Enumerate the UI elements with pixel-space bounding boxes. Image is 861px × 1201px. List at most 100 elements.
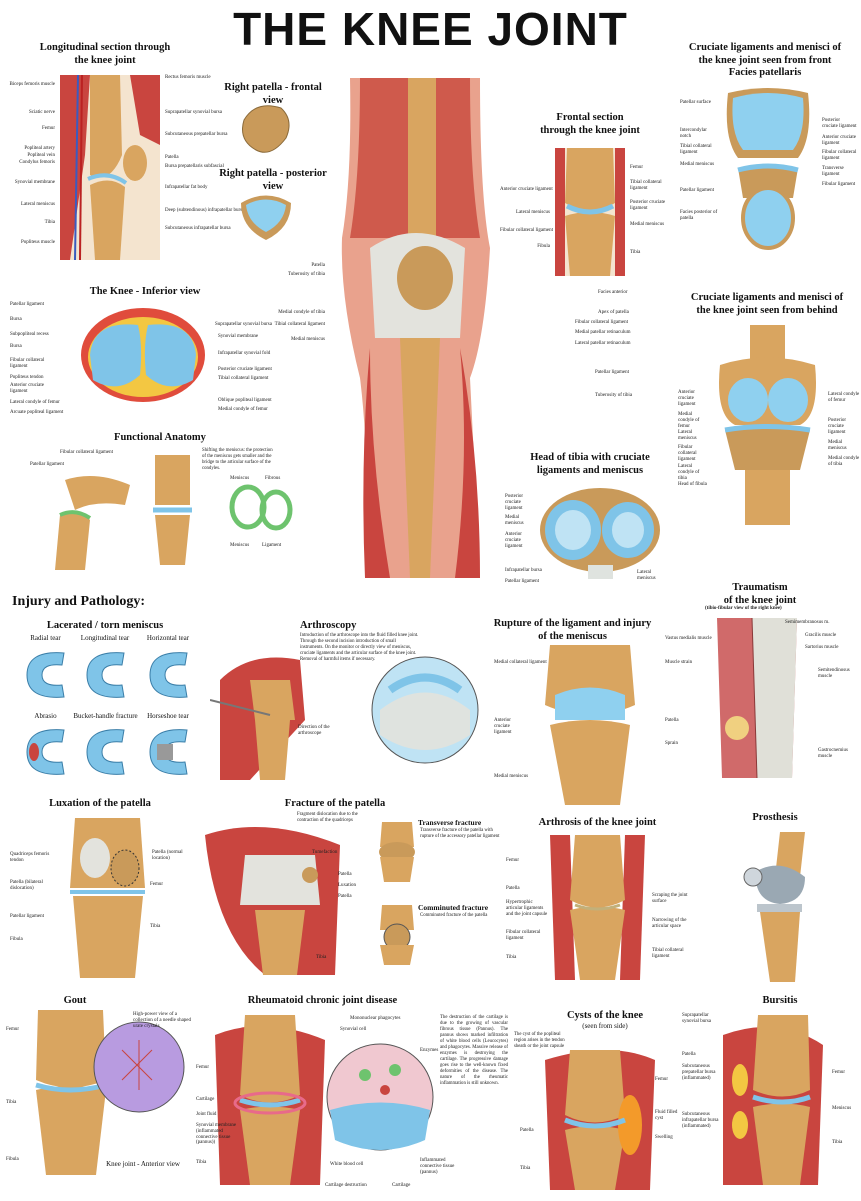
label: Femur	[6, 1027, 20, 1032]
label: Patella	[665, 718, 679, 723]
label: Tibia	[520, 1166, 531, 1171]
label: Lateral meniscus	[637, 570, 656, 581]
label: Vastus medialis muscle	[665, 636, 712, 641]
label: Medial meniscus	[630, 222, 665, 227]
functional-figure-3	[228, 482, 298, 537]
label: Tibial collateral ligament	[274, 322, 325, 327]
label: Posterior cruciate ligament	[505, 494, 524, 511]
label: Anterior cruciate ligament	[10, 383, 45, 394]
label: Fibular collateral ligament	[575, 320, 629, 325]
luxation-figure	[65, 818, 150, 978]
label: Femur	[150, 882, 164, 887]
label: Fibula	[10, 937, 23, 942]
fracture-text: Fragment dislocation due to the contract…	[297, 812, 358, 823]
arthroscopy-heading: Arthroscopy	[300, 620, 357, 631]
label: Direction of the arthroscope	[298, 725, 330, 736]
label: Rectus femoris muscle	[165, 75, 211, 80]
label: Scraping the joint surface	[652, 893, 688, 904]
functional-text: Shifting the meniscus: the protection of…	[202, 448, 273, 471]
cruciate-back-figure	[710, 325, 825, 525]
label: Medial collateral ligament	[494, 660, 547, 665]
label: Tibia	[44, 220, 55, 225]
label: Tibia	[6, 1100, 17, 1105]
transverse-fracture-figure	[372, 822, 422, 882]
label: Popliteal artery	[24, 146, 55, 151]
label: Facies posterior of patella	[680, 210, 718, 221]
arthroscopy-text: Introduction of the arthroscope into the…	[300, 633, 419, 662]
label: Lateral patellar retinaculum	[575, 341, 631, 346]
label: Fibular collateral ligament	[822, 150, 857, 161]
rheumatoid-figure	[215, 1015, 330, 1185]
label: Patella	[165, 155, 179, 160]
label: Suprapatellar synovial bursa	[215, 322, 272, 327]
label: Medial condyle of femur	[678, 412, 700, 429]
label: Patella	[338, 894, 352, 899]
label: Intercondylar notch	[680, 128, 707, 139]
frontal-section-figure	[555, 148, 625, 276]
label: Medial meniscus	[828, 440, 847, 451]
label: Subcutaneous infrapatellar bursa	[165, 226, 231, 231]
rupture-figure	[535, 645, 645, 805]
label: Tibial collateral ligament	[630, 180, 662, 191]
luxation-heading: Luxation of the patella	[49, 798, 151, 809]
tear-label: Longitudinal tear	[80, 634, 130, 642]
label: Posterior cruciate ligament	[822, 118, 857, 129]
label: Ligament	[262, 543, 282, 548]
label: Subcutaneous prepatellar bursa	[165, 132, 228, 137]
prosthesis-figure	[735, 832, 815, 982]
fracture-heading: Fracture of the patella	[284, 798, 386, 809]
inferior-view-figure	[78, 305, 208, 405]
tear-label: Horizontal tear	[146, 634, 190, 642]
label: Fibular collateral ligament	[500, 228, 554, 233]
frontal-heading: Frontal section through the knee joint	[540, 112, 640, 136]
label: Sprain	[665, 741, 679, 746]
label: Medial patellar retinaculum	[575, 330, 631, 335]
label: Lateral condyle of tibia	[678, 464, 700, 481]
functional-figure-2	[145, 455, 200, 565]
label: Femur	[630, 165, 644, 170]
label: Oblique popliteal ligament	[218, 398, 272, 403]
tear-label: Radial tear	[30, 634, 61, 642]
label: Patellar ligament	[10, 302, 45, 307]
label: Anterior cruciate ligament	[505, 532, 523, 549]
arthrosis-figure	[550, 835, 645, 980]
label: Tibia	[506, 955, 517, 960]
label: Patellar ligament	[505, 579, 540, 584]
label: Muscle strain	[665, 660, 693, 665]
comminuted-fracture-figure	[372, 905, 422, 965]
label: Popliteus muscle	[20, 240, 55, 245]
meniscus-tear-figure	[22, 645, 72, 705]
label: White blood cell	[330, 1162, 364, 1167]
label: Patellar ligament	[595, 370, 630, 375]
meniscus-tear-figure	[82, 645, 132, 705]
prosthesis-heading: Prosthesis	[752, 812, 798, 823]
label: Posterior cruciate ligament	[630, 200, 666, 211]
label: Posterior cruciate ligament	[828, 418, 847, 435]
rheumatoid-inset-figure	[325, 1040, 435, 1155]
longitudinal-heading: Longitudinal section through the knee jo…	[39, 42, 171, 66]
label: Medial condyle of tibia	[828, 456, 860, 467]
label: Anterior cruciate ligament	[494, 718, 512, 735]
label: Tibia	[630, 250, 641, 255]
label: Popliteal vein	[27, 153, 55, 158]
meniscus-tear-figure	[82, 722, 132, 782]
label: Fibular collateral ligament	[678, 445, 697, 462]
label: Semitendinosus muscle	[818, 668, 850, 679]
label: Synovial membrane (inflammated connectiv…	[196, 1123, 237, 1146]
label: Lateral meniscus	[515, 210, 550, 215]
head-tibia-figure	[538, 485, 663, 580]
cysts-heading: Cysts of the knee	[566, 1010, 644, 1021]
fracture-figure	[205, 815, 340, 975]
label: Meniscus	[230, 543, 250, 548]
label: Suprapatellar synovial bursa	[165, 110, 222, 115]
label: Lateral condyle of femur	[828, 392, 860, 403]
label: Subpopliteal recess	[10, 332, 49, 337]
label: Synovial membrane	[14, 180, 55, 185]
label: Patellar ligament	[30, 462, 65, 467]
cysts-text: The cyst of the popliteal region arises …	[514, 1032, 565, 1049]
label: Gracilis muscle	[805, 633, 837, 638]
meniscus-tear-figure	[22, 722, 72, 782]
label: Facies anterior	[598, 290, 628, 295]
label: Enzymes	[420, 1048, 439, 1053]
label: Fibula	[537, 244, 550, 249]
